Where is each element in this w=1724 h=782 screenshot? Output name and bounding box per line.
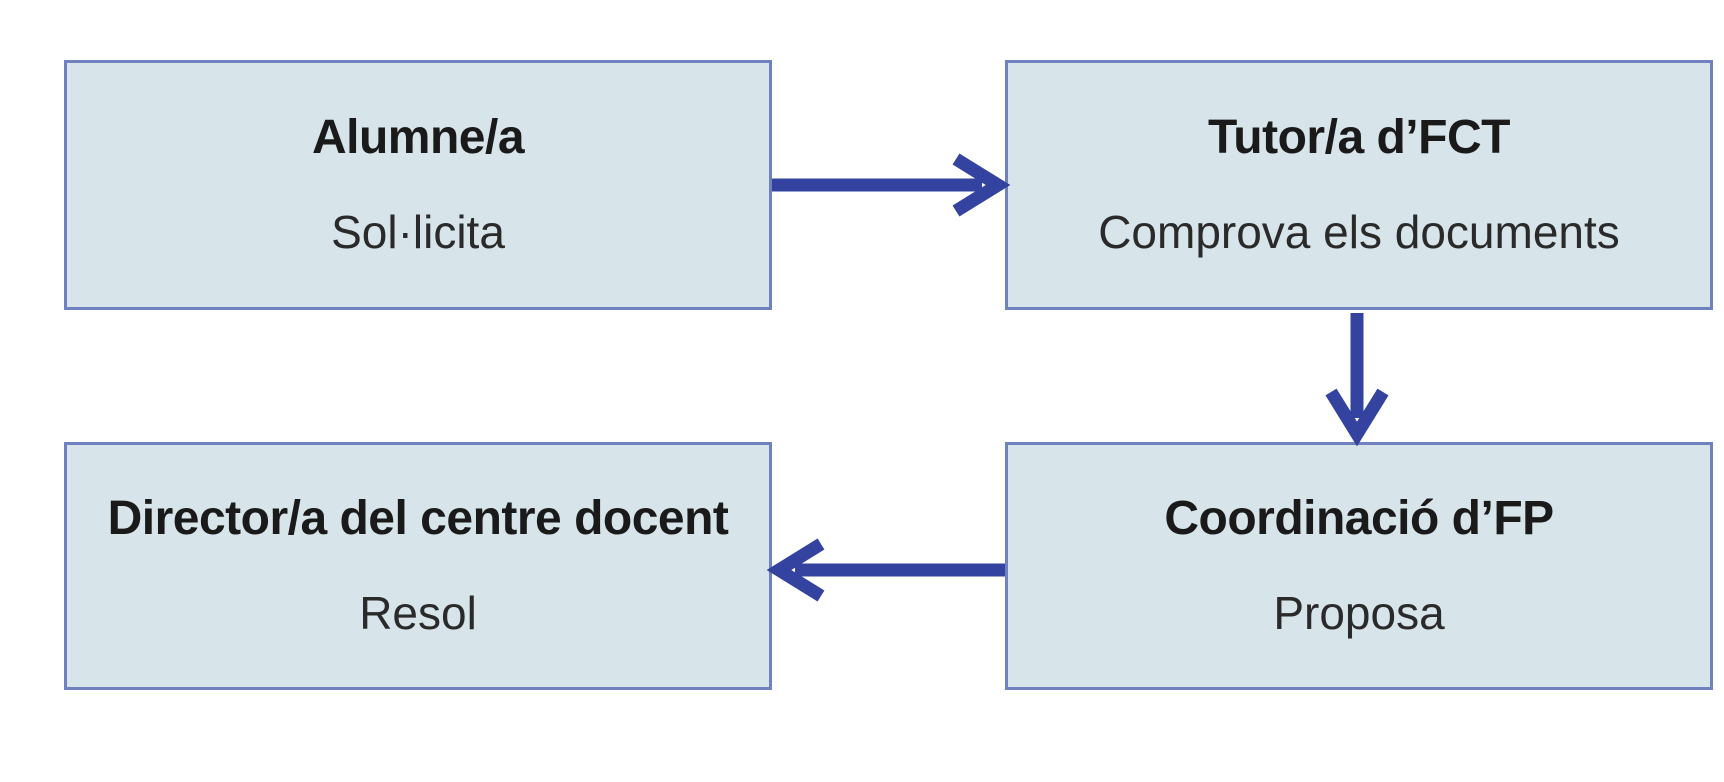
arrow-alumne-to-tutor-icon [772,153,1011,217]
node-tutor-title: Tutor/a d’FCT [1208,111,1510,165]
node-coordinacio: Coordinació d’FP Proposa [1005,442,1713,690]
node-alumne-subtitle: Sol·licita [331,206,505,259]
node-director-title: Director/a del centre docent [107,492,729,546]
node-coordinacio-title: Coordinació d’FP [1164,492,1554,546]
node-alumne: Alumne/a Sol·licita [64,60,772,310]
node-director-subtitle: Resol [359,587,477,640]
node-coordinacio-subtitle: Proposa [1273,587,1445,640]
arrow-coordinacio-to-director-icon [766,538,1005,602]
node-director: Director/a del centre docent Resol [64,442,772,690]
node-tutor-subtitle: Comprova els documents [1098,206,1620,259]
node-alumne-title: Alumne/a [311,111,525,165]
arrow-tutor-to-coordinacio-icon [1325,313,1389,447]
node-tutor: Tutor/a d’FCT Comprova els documents [1005,60,1713,310]
